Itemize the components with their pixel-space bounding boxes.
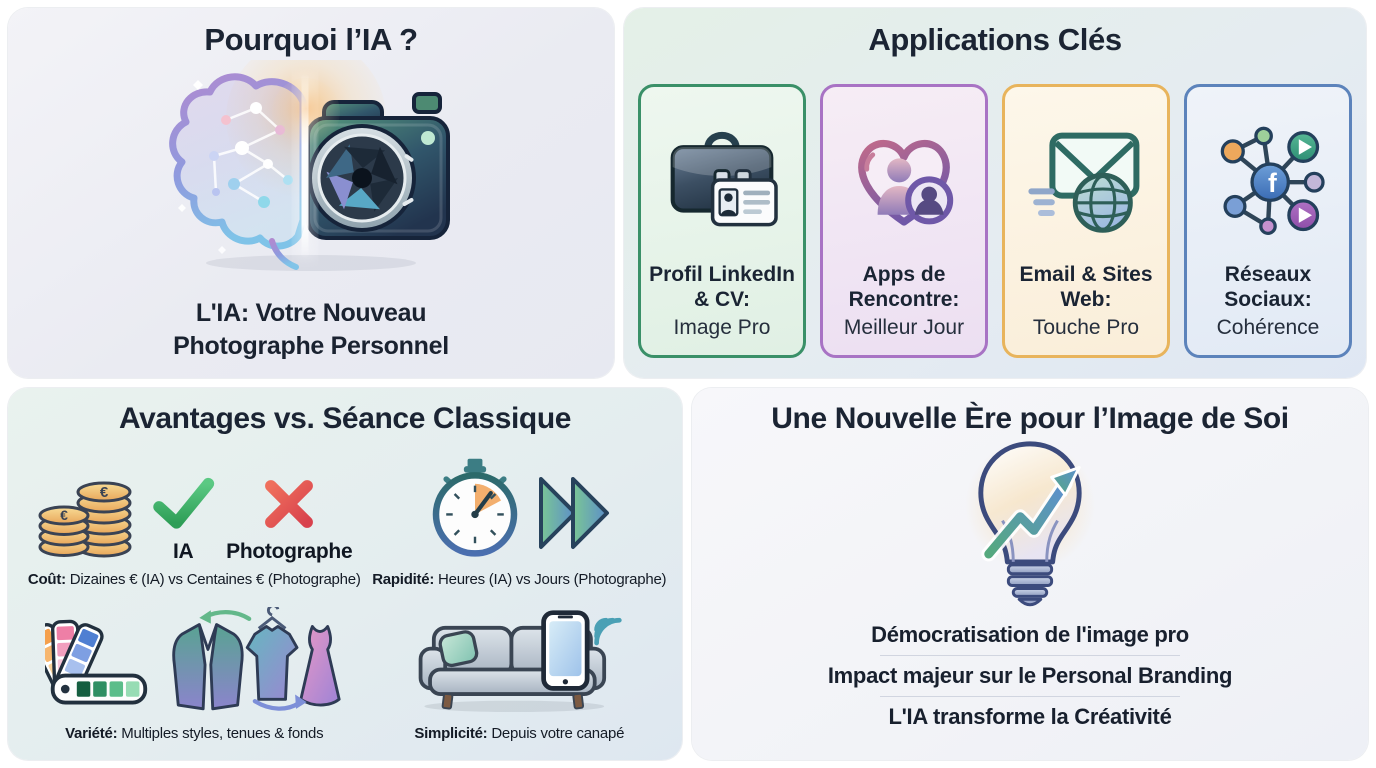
card-linkedin-cv-title: Profil LinkedIn & CV: bbox=[649, 262, 795, 312]
social-network-icon: f bbox=[1209, 99, 1327, 262]
card-apps-rencontre-title: Apps de Rencontre: bbox=[848, 262, 960, 312]
card-email-sites-title: Email & Sites Web: bbox=[1019, 262, 1153, 312]
era-divider bbox=[880, 655, 1180, 656]
panel-nouvelle-ere-title: Une Nouvelle Ère pour l’Image de Soi bbox=[771, 402, 1289, 435]
card-linkedin-cv: Profil LinkedIn & CV: Image Pro bbox=[638, 84, 806, 358]
panel-pourquoi-title: Pourquoi l’IA ? bbox=[204, 22, 418, 57]
era-statements: Démocratisation de l'image pro Impact ma… bbox=[692, 622, 1368, 730]
advantage-simplicity: Simplicité: Depuis votre canapé bbox=[367, 598, 673, 752]
check-icon bbox=[150, 475, 216, 538]
advantage-speed-caption: Rapidité: Heures (IA) vs Jours (Photogra… bbox=[372, 571, 666, 588]
svg-text:f: f bbox=[1268, 168, 1277, 198]
email-globe-icon bbox=[1026, 99, 1146, 262]
panel-nouvelle-ere: Une Nouvelle Ère pour l’Image de Soi bbox=[692, 388, 1368, 760]
cross-icon bbox=[259, 475, 319, 538]
lightbulb-growth-icon bbox=[692, 436, 1368, 618]
advantage-variety-caption: Variété: Multiples styles, tenues & fond… bbox=[65, 725, 323, 742]
brain-camera-icon bbox=[8, 60, 614, 274]
advantage-cost-caption: Coût: Dizaines € (IA) vs Centaines € (Ph… bbox=[28, 571, 361, 588]
briefcase-idcard-icon bbox=[663, 99, 781, 262]
heart-people-icon bbox=[844, 99, 964, 262]
card-linkedin-cv-subtitle: Image Pro bbox=[673, 315, 771, 339]
era-line-1: Démocratisation de l'image pro bbox=[871, 622, 1189, 647]
advantage-variety-label: Variété: bbox=[65, 725, 118, 742]
advantage-variety-text: Multiples styles, tenues & fonds bbox=[121, 725, 324, 742]
card-apps-rencontre: Apps de Rencontre: Meilleur Jour bbox=[820, 84, 988, 358]
panel-pourquoi-lia: Pourquoi l’IA ? bbox=[8, 8, 614, 378]
sofa-phone-icon bbox=[411, 607, 627, 718]
panel-applications-title: Applications Clés bbox=[868, 22, 1122, 57]
era-line-3: L'IA transforme la Créativité bbox=[888, 704, 1172, 729]
advantage-cost-text: Dizaines € (IA) vs Centaines € (Photogra… bbox=[69, 571, 361, 588]
cross-label: Photographe bbox=[226, 540, 353, 563]
fast-forward-icon bbox=[537, 467, 615, 564]
advantage-cost-label: Coût: bbox=[27, 571, 66, 588]
panel-pourquoi-caption: L'IA: Votre Nouveau Photographe Personne… bbox=[8, 297, 614, 362]
panel-avantages: Avantages vs. Séance Classique bbox=[8, 388, 682, 760]
card-email-sites: Email & Sites Web: Touche Pro bbox=[1002, 84, 1170, 358]
advantage-speed: Rapidité: Heures (IA) vs Jours (Photogra… bbox=[367, 444, 673, 598]
era-line-2: Impact majeur sur le Personal Branding bbox=[827, 663, 1233, 688]
advantages-grid: € € bbox=[22, 444, 672, 752]
advantage-variety: Variété: Multiples styles, tenues & fond… bbox=[22, 598, 367, 752]
check-label: IA bbox=[172, 540, 194, 563]
card-apps-rencontre-subtitle: Meilleur Jour bbox=[843, 315, 965, 339]
card-reseaux-sociaux-title: Réseaux Sociaux: bbox=[1224, 262, 1312, 312]
color-swatches-icon bbox=[29, 615, 151, 718]
euro-coins-icon: € € bbox=[36, 463, 140, 564]
panel-applications-cles: Applications Clés bbox=[624, 8, 1366, 378]
application-cards: Profil LinkedIn & CV: Image Pro bbox=[638, 84, 1352, 358]
caption-line-2: Photographe Personnel bbox=[173, 331, 449, 360]
card-reseaux-sociaux: f Réseaux Sociaux: Cohérence bbox=[1184, 84, 1352, 358]
advantage-speed-label: Rapidité: bbox=[372, 571, 435, 588]
card-email-sites-subtitle: Touche Pro bbox=[1032, 315, 1140, 339]
advantage-cost: € € bbox=[22, 444, 367, 598]
clothing-variety-icon bbox=[161, 604, 343, 718]
advantage-simplicity-label: Simplicité: bbox=[414, 725, 488, 742]
era-divider bbox=[880, 696, 1180, 697]
advantage-simplicity-caption: Simplicité: Depuis votre canapé bbox=[414, 725, 624, 742]
advantage-simplicity-text: Depuis votre canapé bbox=[491, 725, 625, 742]
stopwatch-icon bbox=[423, 455, 527, 564]
card-reseaux-sociaux-subtitle: Cohérence bbox=[1216, 315, 1320, 339]
caption-line-1: L'IA: Votre Nouveau bbox=[195, 299, 427, 327]
panel-avantages-title: Avantages vs. Séance Classique bbox=[118, 402, 572, 435]
svg-text:€: € bbox=[60, 507, 68, 523]
advantage-speed-text: Heures (IA) vs Jours (Photographe) bbox=[438, 571, 667, 588]
svg-text:€: € bbox=[100, 484, 109, 501]
